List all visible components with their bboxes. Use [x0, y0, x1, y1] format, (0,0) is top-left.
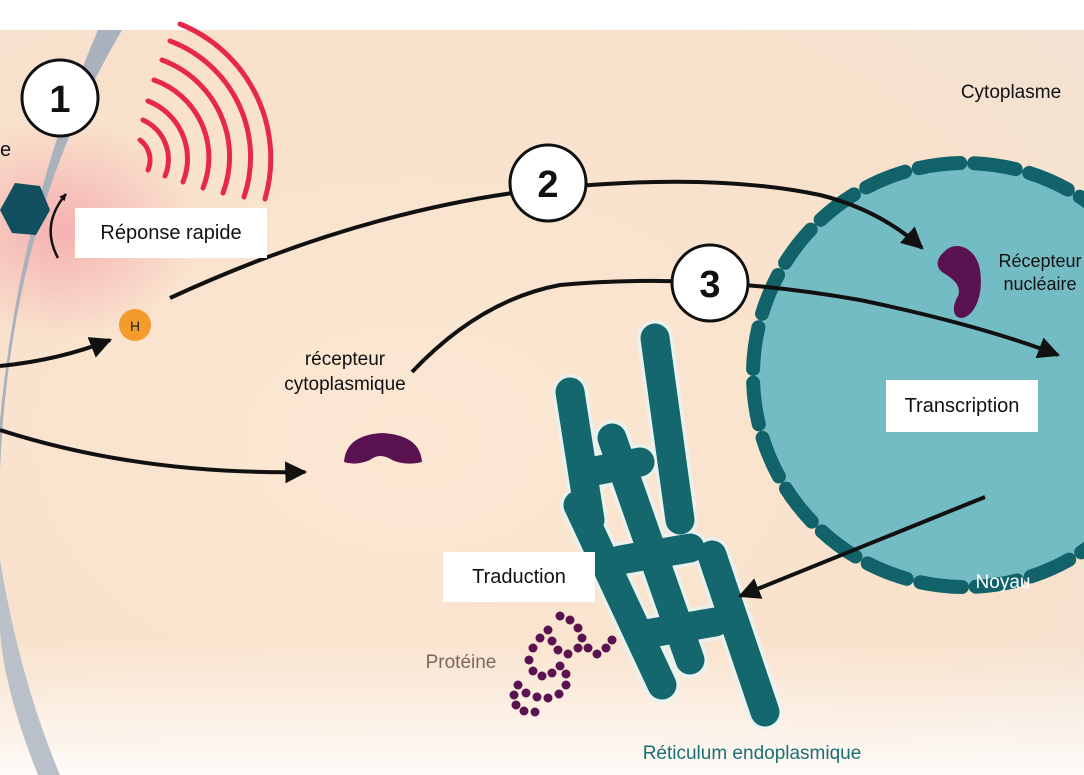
- bottom-fade: [0, 640, 1084, 775]
- endoplasmic-reticulum-label: Réticulum endoplasmique: [643, 743, 862, 764]
- nucleus-label: Noyau: [976, 572, 1031, 593]
- step-3-badge: 3: [670, 243, 750, 323]
- step-1-badge: 1: [20, 58, 100, 138]
- step-3-number: 3: [699, 264, 720, 306]
- cytoplasmic-receptor-label: récepteur cytoplasmique: [284, 349, 406, 395]
- cytoplasmic-receptor-icon: [344, 433, 422, 464]
- transcription-box: Transcription: [886, 380, 1038, 432]
- signal-waves-icon: [137, 21, 274, 202]
- step-2-badge: 2: [508, 143, 588, 223]
- arrow-transcription-to-translation: [737, 495, 986, 599]
- nuclear-envelope: [746, 156, 1084, 594]
- cell-membrane-lower: [0, 560, 60, 775]
- arrow-to-hormone: [0, 337, 113, 368]
- rapid-response-box: Réponse rapide: [75, 208, 267, 258]
- protein-label: Protéine: [426, 652, 497, 673]
- translation-box: Traduction: [443, 552, 595, 602]
- nucleus: [753, 163, 1084, 587]
- arrow-path-2: [169, 179, 924, 300]
- rapid-response-arrow: [49, 193, 67, 259]
- cytoplasm-label: Cytoplasme: [961, 82, 1061, 103]
- step-2-number: 2: [537, 164, 558, 206]
- arrow-to-cytoplasmic-receptor: [0, 428, 308, 484]
- hormone-icon: [119, 309, 151, 341]
- protein-chain-icon: [509, 611, 617, 717]
- membrane-label-fragment: e: [0, 139, 11, 161]
- step-1-number: 1: [49, 79, 70, 121]
- nuclear-receptor-icon: [937, 246, 981, 318]
- nuclear-receptor-label: Récepteur nucléaire: [998, 251, 1082, 295]
- endoplasmic-reticulum: [552, 320, 783, 730]
- membrane-receptor-icon: [0, 183, 50, 235]
- hormone-label: H: [130, 318, 140, 334]
